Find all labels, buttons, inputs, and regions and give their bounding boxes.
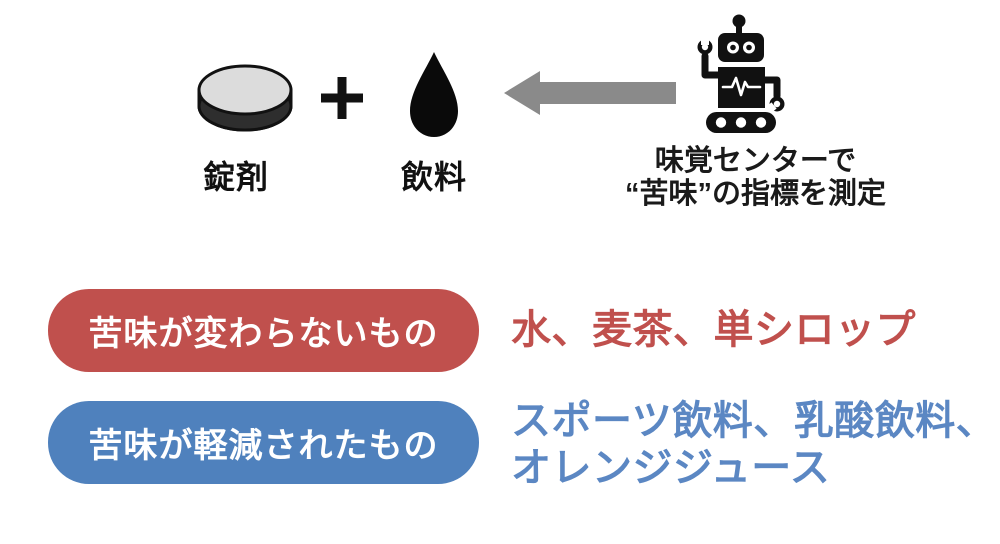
unchanged-bitterness-badge: 苦味が変わらないもの [48, 289, 479, 372]
tablet-label: 錠剤 [202, 159, 269, 195]
unchanged-bitterness-items: 水、麦茶、単シロップ [511, 289, 916, 372]
measurement-caption: 味覚センターで “苦味”の指標を測定 [558, 145, 953, 211]
measurement-caption-line1: 味覚センターで [654, 145, 857, 177]
measurement-caption-line2: “苦味”の指標を測定 [624, 178, 886, 210]
tablet-icon [197, 64, 293, 132]
unchanged-bitterness-items-text: 水、麦茶、単シロップ [511, 308, 916, 352]
reduced-bitterness-badge: 苦味が軽減されたもの [48, 401, 479, 484]
reduced-bitterness-items-line1: スポーツ飲料、乳酸飲料、 [511, 399, 997, 443]
beverage-label: 飲料 [400, 159, 467, 195]
arrow-left-icon [504, 71, 676, 115]
drop-icon [410, 52, 458, 137]
reduced-bitterness-items: スポーツ飲料、乳酸飲料、 オレンジジュース [511, 398, 996, 492]
robot-icon [697, 14, 785, 133]
plus-icon [321, 77, 363, 119]
reduced-bitterness-items-line2: オレンジジュース [511, 446, 831, 490]
reduced-bitterness-badge-label: 苦味が軽減されたもの [88, 427, 439, 465]
unchanged-bitterness-badge-label: 苦味が変わらないもの [88, 315, 439, 353]
